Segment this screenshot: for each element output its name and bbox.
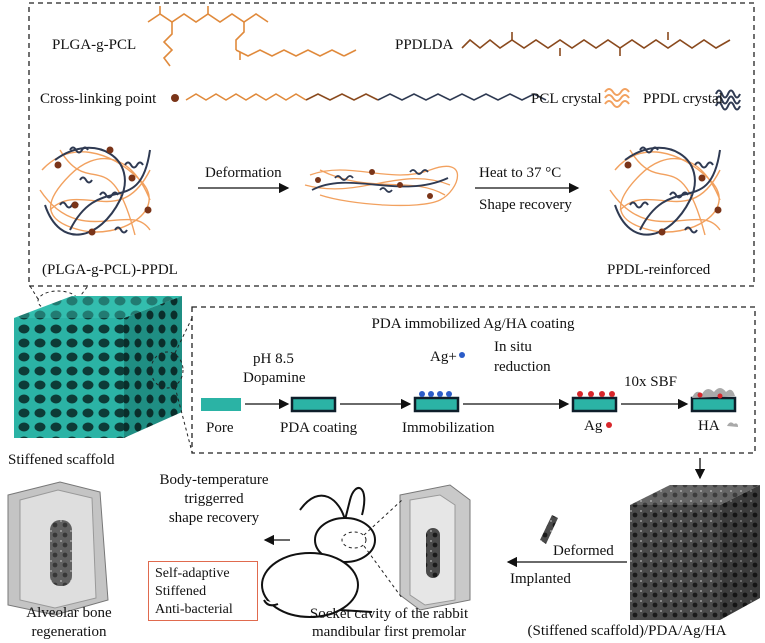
final-scaffold-label: (Stiffened scaffold)/PDA/Ag/HA — [527, 623, 727, 639]
ppdlda-structure-icon — [461, 32, 731, 56]
heat-label: Heat to 37 °C — [479, 165, 562, 181]
step1-condition-b: Dopamine — [243, 370, 306, 386]
feature-anti-bacterial: Anti-bacterial — [155, 602, 233, 617]
trigger-line-1: Body-temperature — [159, 472, 269, 488]
result-line-1: Alveolar bone — [26, 605, 112, 621]
network-right-label: PPDL-reinforced — [607, 262, 711, 278]
step3-condition-b: reduction — [494, 359, 551, 375]
stiffened-scaffold-cube — [14, 296, 182, 438]
ag-ion-legend-dot — [459, 352, 465, 358]
network-left-label: (PLGA-g-PCL)-PPDL — [42, 262, 178, 278]
regenerated-bone-illustration — [7, 481, 109, 616]
plga-g-pcl-structure-icon — [147, 6, 357, 67]
trigger-line-2: triggerred — [184, 491, 244, 507]
ag-legend-dot — [606, 422, 612, 428]
ha-coated-shape — [690, 396, 737, 413]
pcl-crystal-legend-icon — [604, 88, 630, 108]
ag-reduced-shape — [571, 396, 618, 413]
feature-self-adaptive: Self-adaptive — [155, 566, 230, 581]
network-right-illustration — [609, 146, 722, 236]
socket-label-line-1: Socket cavity of the rabbit — [309, 606, 469, 622]
pda-coating-label: PDA coating — [280, 420, 358, 436]
shape-recovery-label: Shape recovery — [479, 197, 572, 213]
result-line-2: regeneration — [31, 624, 107, 640]
crosslink-chain-structure-icon — [185, 93, 547, 101]
immobilization-label: Immobilization — [402, 420, 495, 436]
deformed-scaffold-icon — [540, 515, 558, 544]
socket-bone-illustration — [399, 484, 471, 611]
plga-g-pcl-label: PLGA-g-PCL — [52, 37, 137, 53]
ha-legend-icon — [727, 422, 738, 427]
network-deformed-illustration — [304, 165, 458, 207]
socket-label-line-2: mandibular first premolar — [311, 624, 467, 640]
step1-condition-a: pH 8.5 — [253, 351, 294, 367]
crosslink-point-icon — [171, 94, 179, 102]
zoom-circle-pore — [150, 351, 184, 389]
feature-stiffened: Stiffened — [155, 584, 207, 599]
zoom-circle-jaw — [341, 531, 367, 549]
ppdl-crystal-label: PPDL crystal — [643, 91, 723, 107]
ha-label: HA — [698, 418, 720, 434]
top-panel-frame — [28, 2, 755, 287]
deformation-label: Deformation — [205, 165, 282, 181]
deformed-label: Deformed — [553, 543, 614, 559]
rabbit-icon — [261, 487, 376, 618]
stiffened-scaffold-label: Stiffened scaffold — [8, 452, 115, 468]
immobilization-shape — [413, 396, 460, 413]
trigger-line-3: shape recovery — [168, 510, 260, 526]
coating-panel-title: PDA immobilized Ag/HA coating — [371, 316, 575, 332]
ag-particles-icon — [577, 391, 615, 397]
final-scaffold-cube — [630, 485, 760, 620]
ag-label: Ag — [584, 418, 603, 434]
network-left-illustration — [37, 132, 153, 248]
step4-condition: 10x SBF — [624, 374, 677, 390]
pore-shape — [201, 398, 241, 411]
crosslink-point-label: Cross-linking point — [40, 91, 157, 107]
ppdl-crystal-legend-icon — [715, 89, 741, 111]
step2-reagent: Ag+ — [430, 349, 457, 365]
ag-ions-icon — [419, 391, 452, 397]
coating-panel-frame — [191, 306, 756, 454]
step3-condition-a: In situ — [494, 339, 532, 355]
pda-coating-shape — [290, 396, 337, 413]
pcl-crystal-label: PCL crystal — [531, 91, 602, 107]
ppdlda-label: PPDLDA — [395, 37, 454, 53]
ha-deposit-icon — [692, 388, 735, 399]
features-box: Self-adaptive Stiffened Anti-bacterial — [148, 561, 258, 621]
pore-label: Pore — [206, 420, 234, 436]
implanted-label: Implanted — [510, 571, 571, 587]
